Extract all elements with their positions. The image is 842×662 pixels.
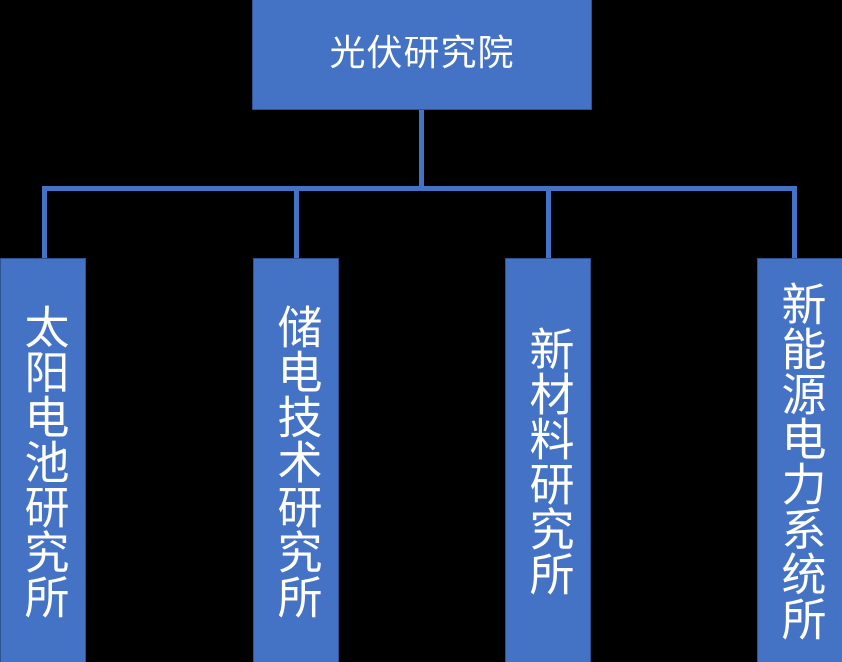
org-node-child-1[interactable]: 太阳电池研究所 (0, 258, 86, 662)
org-node-child-3[interactable]: 新材料研究所 (505, 258, 591, 662)
org-node-child-1-label: 太阳电池研究所 (16, 303, 70, 619)
org-node-child-4[interactable]: 新能源电力系统所 (757, 258, 842, 662)
connector-drop-child-1 (42, 186, 47, 260)
connector-drop-child-3 (546, 186, 551, 260)
org-node-child-2-label: 储电技术研究所 (269, 303, 323, 619)
connector-horizontal-bus (42, 186, 797, 191)
org-node-child-3-label: 新材料研究所 (521, 326, 575, 596)
org-node-child-2[interactable]: 储电技术研究所 (253, 258, 339, 662)
org-node-root[interactable]: 光伏研究院 (252, 0, 592, 110)
connector-drop-child-2 (294, 186, 299, 260)
org-node-child-4-label: 新能源电力系统所 (773, 281, 827, 641)
connector-drop-child-4 (792, 186, 797, 260)
org-node-root-label: 光伏研究院 (329, 33, 515, 75)
connector-root-stem (419, 110, 424, 190)
